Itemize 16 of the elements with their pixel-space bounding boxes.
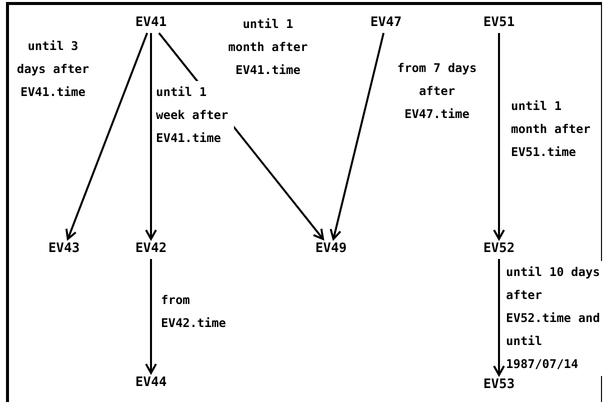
arrow bbox=[493, 33, 505, 240]
arrow bbox=[493, 259, 505, 376]
arrow bbox=[145, 259, 157, 374]
arrow bbox=[145, 33, 157, 240]
event-label: EV43 bbox=[42, 239, 86, 259]
event-label: EV44 bbox=[129, 373, 173, 393]
event-label: EV51 bbox=[477, 13, 521, 33]
event-label: EV42 bbox=[129, 239, 173, 259]
event-label: EV41 bbox=[129, 13, 173, 33]
edge-label: until 10 days after EV52.time and until 1987/07/14 bbox=[506, 261, 602, 376]
arrow bbox=[65, 32, 148, 240]
arrow bbox=[330, 32, 385, 240]
event-label: EV52 bbox=[477, 239, 521, 259]
event-label: EV47 bbox=[364, 13, 408, 33]
event-label: EV53 bbox=[477, 375, 521, 395]
event-label: EV49 bbox=[309, 239, 353, 259]
